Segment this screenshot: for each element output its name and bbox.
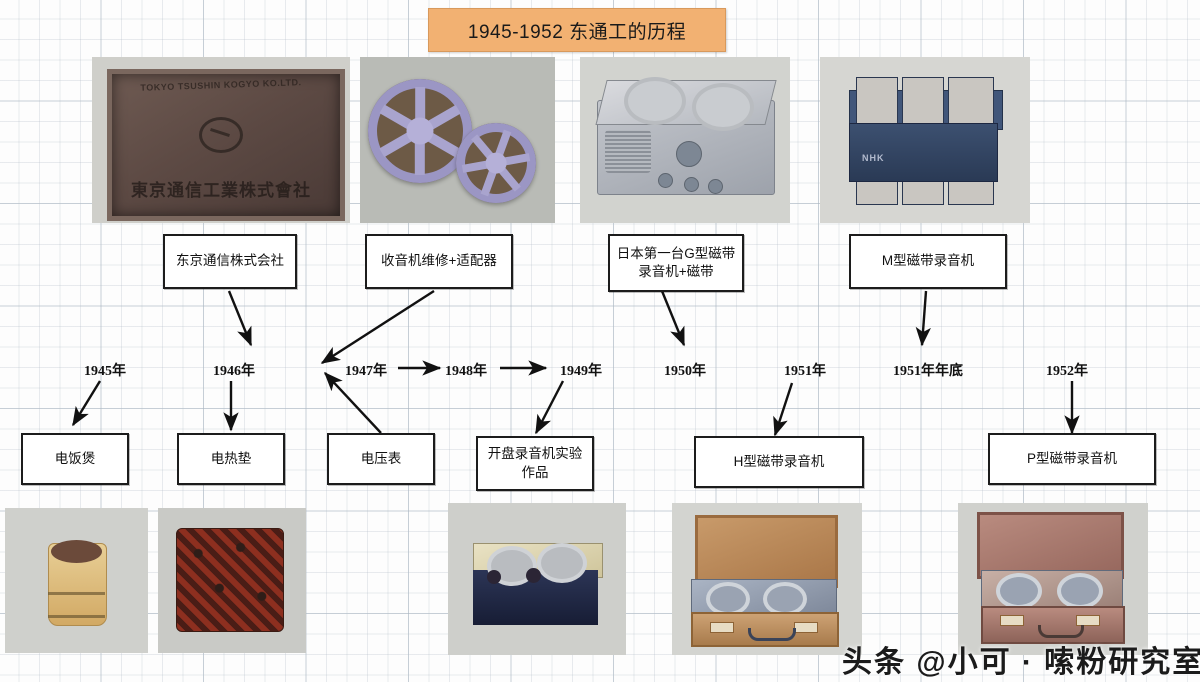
node-g-type[interactable]: 日本第一台G型磁带录音机+磁带	[608, 234, 744, 292]
arrow-radio-to-1947	[320, 289, 435, 365]
year-label-1949: 1949年	[560, 364, 602, 379]
node-open-reel-experiment[interactable]: 开盘录音机实验作品	[476, 436, 594, 491]
photo-heating-pad	[158, 508, 306, 653]
photo-h-type-suitcase-recorder	[672, 503, 862, 655]
arrow-g-type-to-1950	[660, 290, 686, 347]
node-label: 开盘录音机实验作品	[487, 446, 583, 480]
year-label-1952: 1952年	[1046, 364, 1088, 379]
node-label: 电热垫	[210, 450, 252, 466]
sony-bird-logo-icon	[199, 116, 243, 153]
node-label: 电压表	[360, 450, 402, 466]
node-tokyo-tsushin[interactable]: 东京通信株式会社	[163, 234, 297, 289]
node-m-type[interactable]: M型磁带录音机	[849, 234, 1007, 289]
year-label-1948: 1948年	[445, 364, 487, 379]
photo-p-type-suitcase-recorder	[958, 503, 1148, 655]
node-label: P型磁带录音机	[1026, 450, 1117, 466]
node-heating-pad[interactable]: 电热垫	[177, 433, 285, 485]
node-rice-cooker[interactable]: 电饭煲	[21, 433, 129, 485]
arrow-1951-to-h-type	[773, 382, 794, 437]
photo-rice-cooker	[5, 508, 148, 653]
m-recorder-brand-text: NHK	[862, 153, 885, 164]
node-radio-repair[interactable]: 收音机维修+适配器	[365, 234, 513, 289]
node-label: M型磁带录音机	[881, 253, 975, 269]
watermark: 头条 @小可 · 嗦粉研究室	[842, 646, 1200, 679]
node-label: 收音机维修+适配器	[381, 253, 497, 269]
page-title: 1945-1952 东通工的历程	[428, 8, 726, 52]
year-label-1951: 1951年	[784, 364, 826, 379]
node-label: 电饭煲	[54, 450, 96, 466]
node-label: 日本第一台G型磁带录音机+磁带	[616, 245, 736, 279]
year-label-1947: 1947年	[345, 364, 387, 379]
arrow-tokyo-to-1946	[227, 290, 253, 347]
node-p-type[interactable]: P型磁带录音机	[988, 433, 1156, 485]
arrow-1945-to-rice-cooker	[71, 380, 102, 427]
year-label-1945: 1945年	[84, 364, 126, 379]
photo-g-type-recorder	[580, 57, 790, 223]
year-label-1951-end: 1951年年底	[893, 364, 963, 379]
node-label: 东京通信株式会社	[176, 253, 284, 269]
photo-tape-reels	[360, 57, 555, 223]
year-label-1946: 1946年	[213, 364, 255, 379]
arrow-1949-to-open-reel	[534, 380, 565, 435]
arrow-voltmeter-to-1947	[324, 371, 382, 434]
photo-open-reel-recorder	[448, 503, 626, 655]
node-label: H型磁带录音机	[733, 453, 825, 469]
arrow-m-type-to-1951-end	[915, 290, 931, 347]
plaque-japanese-text: 東京通信工業株式會社	[131, 181, 311, 201]
year-label-1950: 1950年	[664, 364, 706, 379]
photo-m-type-recorder: NHK	[820, 57, 1030, 223]
node-h-type[interactable]: H型磁带录音机	[694, 436, 864, 488]
node-voltmeter[interactable]: 电压表	[327, 433, 435, 485]
photo-company-plaque: TOKYO TSUSHIN KOGYO KO.LTD. 東京通信工業株式會社	[92, 57, 350, 223]
